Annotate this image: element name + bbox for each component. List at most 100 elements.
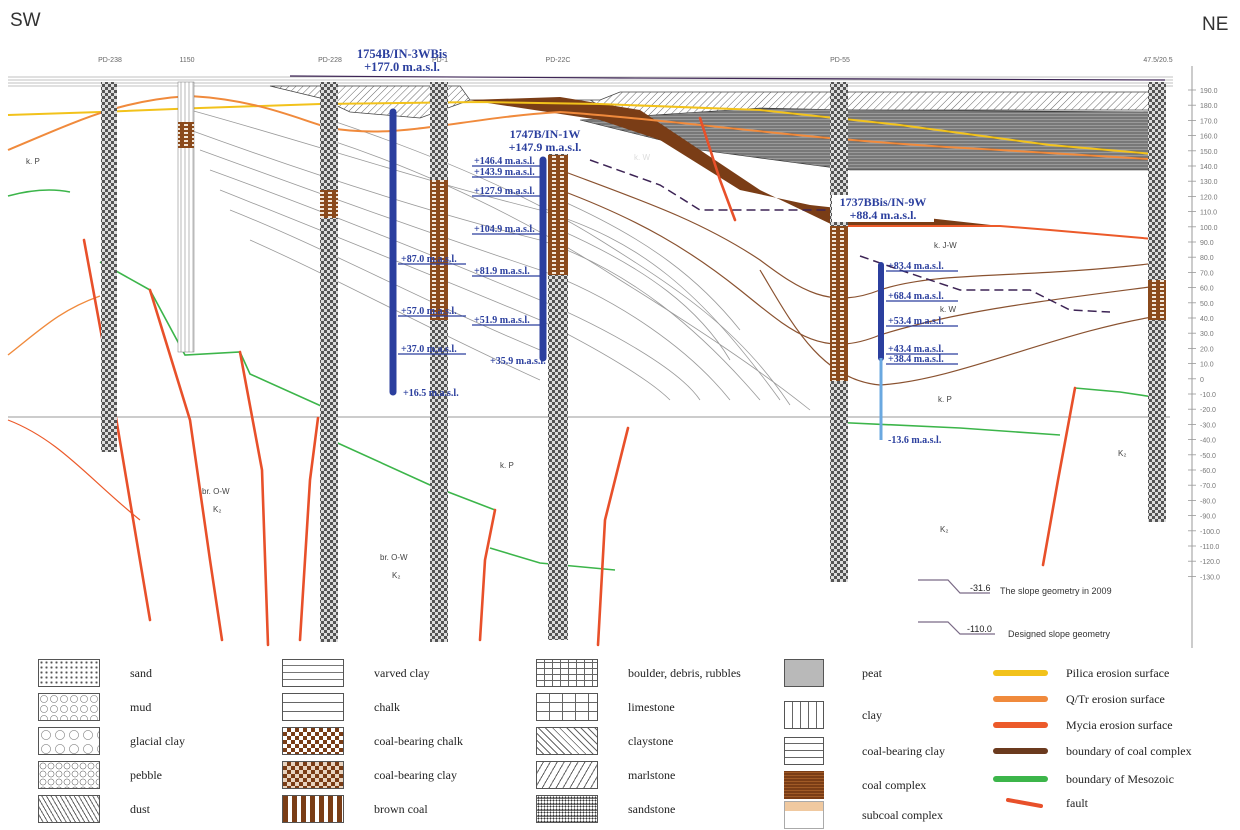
legend-glacial-clay: glacial clay — [38, 726, 185, 756]
scale-tick-label: 90.0 — [1200, 240, 1214, 247]
legend-label: varved clay — [374, 665, 430, 680]
qtr-erosion-lower-line — [7, 295, 101, 356]
well-1747-name: 1747B/IN-1W — [510, 127, 581, 141]
scale-tick-label: 120.0 — [1200, 194, 1218, 201]
scale-tick-label: -100.0 — [1200, 529, 1220, 536]
legend-label: coal complex — [862, 777, 927, 792]
scale-tick-label: -30.0 — [1200, 422, 1216, 429]
coal-boundary-line-swatch — [993, 748, 1048, 754]
designed-slope-dashed — [589, 159, 1111, 313]
borehole-pd22c-coal — [548, 155, 568, 275]
legend-label: mud — [130, 699, 152, 714]
borehole-name: PD-1 — [432, 57, 448, 64]
strat-label: K₂ — [940, 525, 948, 534]
varved-clay-swatch — [282, 659, 344, 687]
legend-label: marlstone — [628, 767, 676, 782]
legend-brown-coal: brown coal — [282, 794, 428, 824]
strat-label: k. P — [500, 461, 514, 470]
borehole-pd228-coal — [320, 190, 338, 218]
scale-tick-label: 100.0 — [1200, 225, 1218, 232]
scale-tick-label: -60.0 — [1200, 468, 1216, 475]
scale-tick-label: 70.0 — [1200, 270, 1214, 277]
scale-tick-label: 40.0 — [1200, 316, 1214, 323]
scale-tick-label: 10.0 — [1200, 362, 1214, 369]
scale-tick-label: 20.0 — [1200, 346, 1214, 353]
scale-tick-label: 80.0 — [1200, 255, 1214, 262]
glacial-clay-swatch — [38, 727, 100, 755]
level-label: +83.4 m.a.s.l. — [888, 261, 944, 272]
legend-dust: dust — [38, 794, 150, 824]
scale-tick-label: -70.0 — [1200, 483, 1216, 490]
well-level-ticks — [398, 165, 958, 365]
legend-pilica: Pilica erosion surface — [985, 658, 1169, 688]
borehole-name: 47.5/20.5 — [1143, 57, 1172, 64]
mesozoic-boundary-sw — [7, 189, 71, 197]
slope-design-value: -110.0 — [967, 624, 992, 634]
coal-bearing-clay-2-swatch — [784, 737, 824, 765]
sand-swatch — [38, 659, 100, 687]
borehole-pd238 — [101, 82, 117, 452]
scale-tick-label: 180.0 — [1200, 103, 1218, 110]
strat-label: K₂ — [213, 505, 221, 514]
borehole-name: PD-228 — [318, 57, 342, 64]
legend-peat: peat — [784, 658, 882, 688]
mud-swatch — [38, 693, 100, 721]
level-label: +68.4 m.a.s.l. — [888, 291, 944, 302]
well-1737-label-box — [832, 195, 934, 222]
legend-coal-bearing-chalk: coal-bearing chalk — [282, 726, 463, 756]
legend-limestone: limestone — [536, 692, 675, 722]
clay-swatch — [784, 701, 824, 729]
legend-claystone: claystone — [536, 726, 673, 756]
borehole-1150-coal — [178, 122, 194, 148]
scale-tick-label: 130.0 — [1200, 179, 1218, 186]
legend-coal-bearing-clay-2: coal-bearing clay — [784, 736, 945, 766]
well-1737-elev: +88.4 m.a.s.l. — [850, 208, 917, 222]
legend-marlstone: marlstone — [536, 760, 675, 790]
legend-label: boundary of Mesozoic — [1066, 771, 1174, 786]
scale-tick-label: 30.0 — [1200, 331, 1214, 338]
legend-label: sandstone — [628, 801, 676, 816]
slope-2009-label: The slope geometry in 2009 — [1000, 586, 1112, 596]
scale-tick-label: -50.0 — [1200, 453, 1216, 460]
level-label: +37.0 m.a.s.l. — [401, 344, 457, 355]
strat-label: K₂ — [392, 571, 400, 580]
legend-pebble: pebble — [38, 760, 162, 790]
well-1737-name: 1737BBis/IN-9W — [840, 195, 927, 209]
legend-coal-complex: coal complex — [784, 770, 926, 800]
scale-tick-label: 110.0 — [1200, 210, 1217, 217]
strat-label: K₂ — [1118, 449, 1126, 458]
legend-label: dust — [130, 801, 151, 816]
legend-label: coal-bearing clay — [862, 743, 945, 758]
scale-tick-label: 170.0 — [1200, 118, 1218, 125]
legend-qtr: Q/Tr erosion surface — [985, 684, 1165, 714]
legend-label: boulder, debris, rubbles — [628, 665, 741, 680]
legend-mud: mud — [38, 692, 151, 722]
scale-tick-label: -90.0 — [1200, 514, 1216, 521]
coal-bearing-chalk-swatch — [282, 727, 344, 755]
coal-complex-swatch — [784, 771, 824, 799]
legend-label: peat — [862, 665, 882, 680]
qtr-line-swatch — [993, 696, 1048, 702]
chalk-swatch — [282, 693, 344, 721]
legend-label: clay — [862, 707, 882, 722]
mycia-line-swatch — [993, 722, 1048, 728]
legend-label: sand — [130, 665, 152, 680]
legend-label: Pilica erosion surface — [1066, 665, 1170, 680]
ne-direction-label: NE — [1202, 14, 1229, 35]
layer-lines — [189, 109, 811, 411]
strat-label: k. W — [634, 153, 650, 162]
scale-tick-label: 0 — [1200, 377, 1204, 384]
well-1754-name: 1754B/IN-3WBis — [357, 47, 447, 61]
level-label: +87.0 m.a.s.l. — [401, 254, 457, 265]
strat-label: k. P — [26, 157, 40, 166]
legend-label: Q/Tr erosion surface — [1066, 691, 1165, 706]
legend-label: fault — [1066, 795, 1088, 810]
legend-boulder: boulder, debris, rubbles — [536, 658, 741, 688]
scale-tick-label: -20.0 — [1200, 407, 1216, 414]
level-label: +81.9 m.a.s.l. — [474, 266, 530, 277]
mesozoic-boundary-4 — [829, 421, 1061, 436]
legend-label: claystone — [628, 733, 674, 748]
legend-chalk: chalk — [282, 692, 400, 722]
sw-direction-label: SW — [10, 10, 41, 31]
level-label: +38.4 m.a.s.l. — [888, 354, 944, 365]
